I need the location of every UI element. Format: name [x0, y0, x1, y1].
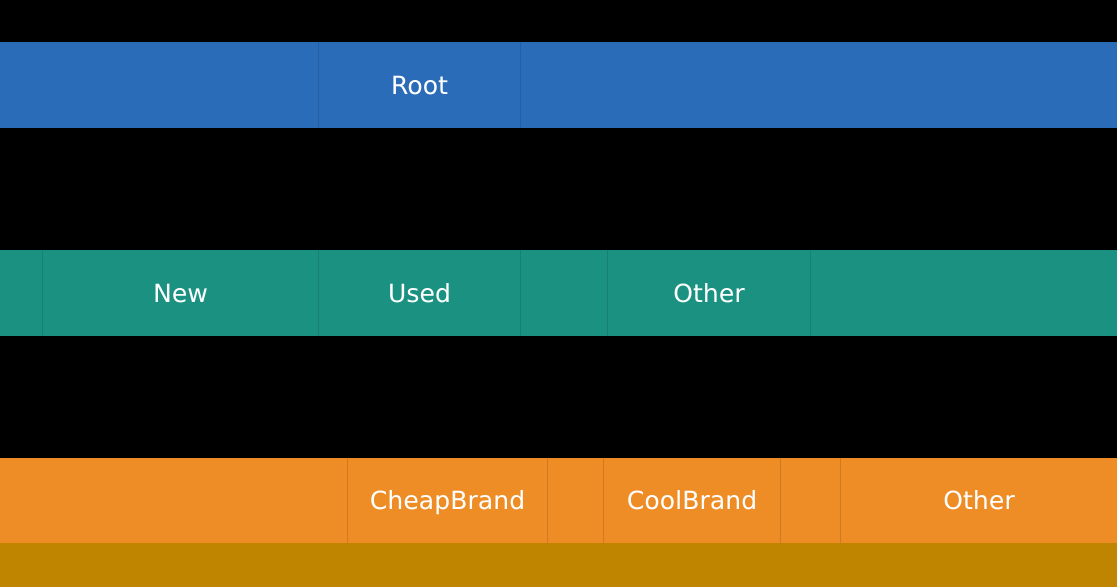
icicle-segment-new[interactable]: New [42, 250, 318, 336]
icicle-segment-unlabeled[interactable] [520, 42, 1117, 128]
level-brand: CheapBrand CoolBrand Other [0, 458, 1117, 543]
icicle-segment-label: CoolBrand [626, 486, 758, 515]
icicle-segment-label: Used [388, 278, 451, 308]
icicle-segment-unlabeled[interactable] [0, 458, 347, 543]
icicle-segment-used[interactable]: Used [318, 250, 520, 336]
icicle-segment-cheapbrand[interactable]: CheapBrand [347, 458, 547, 543]
icicle-segment-root[interactable]: Root [318, 42, 520, 128]
level-root: Root [0, 42, 1117, 128]
icicle-segment-label: Other [943, 486, 1015, 515]
icicle-segment-unlabeled[interactable] [0, 543, 1117, 587]
icicle-segment-other[interactable]: Other [607, 250, 810, 336]
icicle-segment-unlabeled[interactable] [0, 42, 318, 128]
icicle-segment-unlabeled[interactable] [780, 458, 840, 543]
icicle-segment-other[interactable]: Other [840, 458, 1117, 543]
icicle-segment-label: CheapBrand [369, 486, 526, 515]
icicle-segment-label: Other [673, 278, 745, 308]
icicle-segment-unlabeled[interactable] [810, 250, 1117, 336]
icicle-segment-coolbrand[interactable]: CoolBrand [603, 458, 780, 543]
icicle-segment-label: Root [390, 70, 449, 100]
level-condition: New Used Other [0, 250, 1117, 336]
icicle-segment-unlabeled[interactable] [547, 458, 603, 543]
icicle-segment-unlabeled[interactable] [0, 250, 42, 336]
icicle-segment-label: New [153, 278, 208, 308]
level-model [0, 543, 1117, 587]
icicle-segment-unlabeled[interactable] [520, 250, 607, 336]
